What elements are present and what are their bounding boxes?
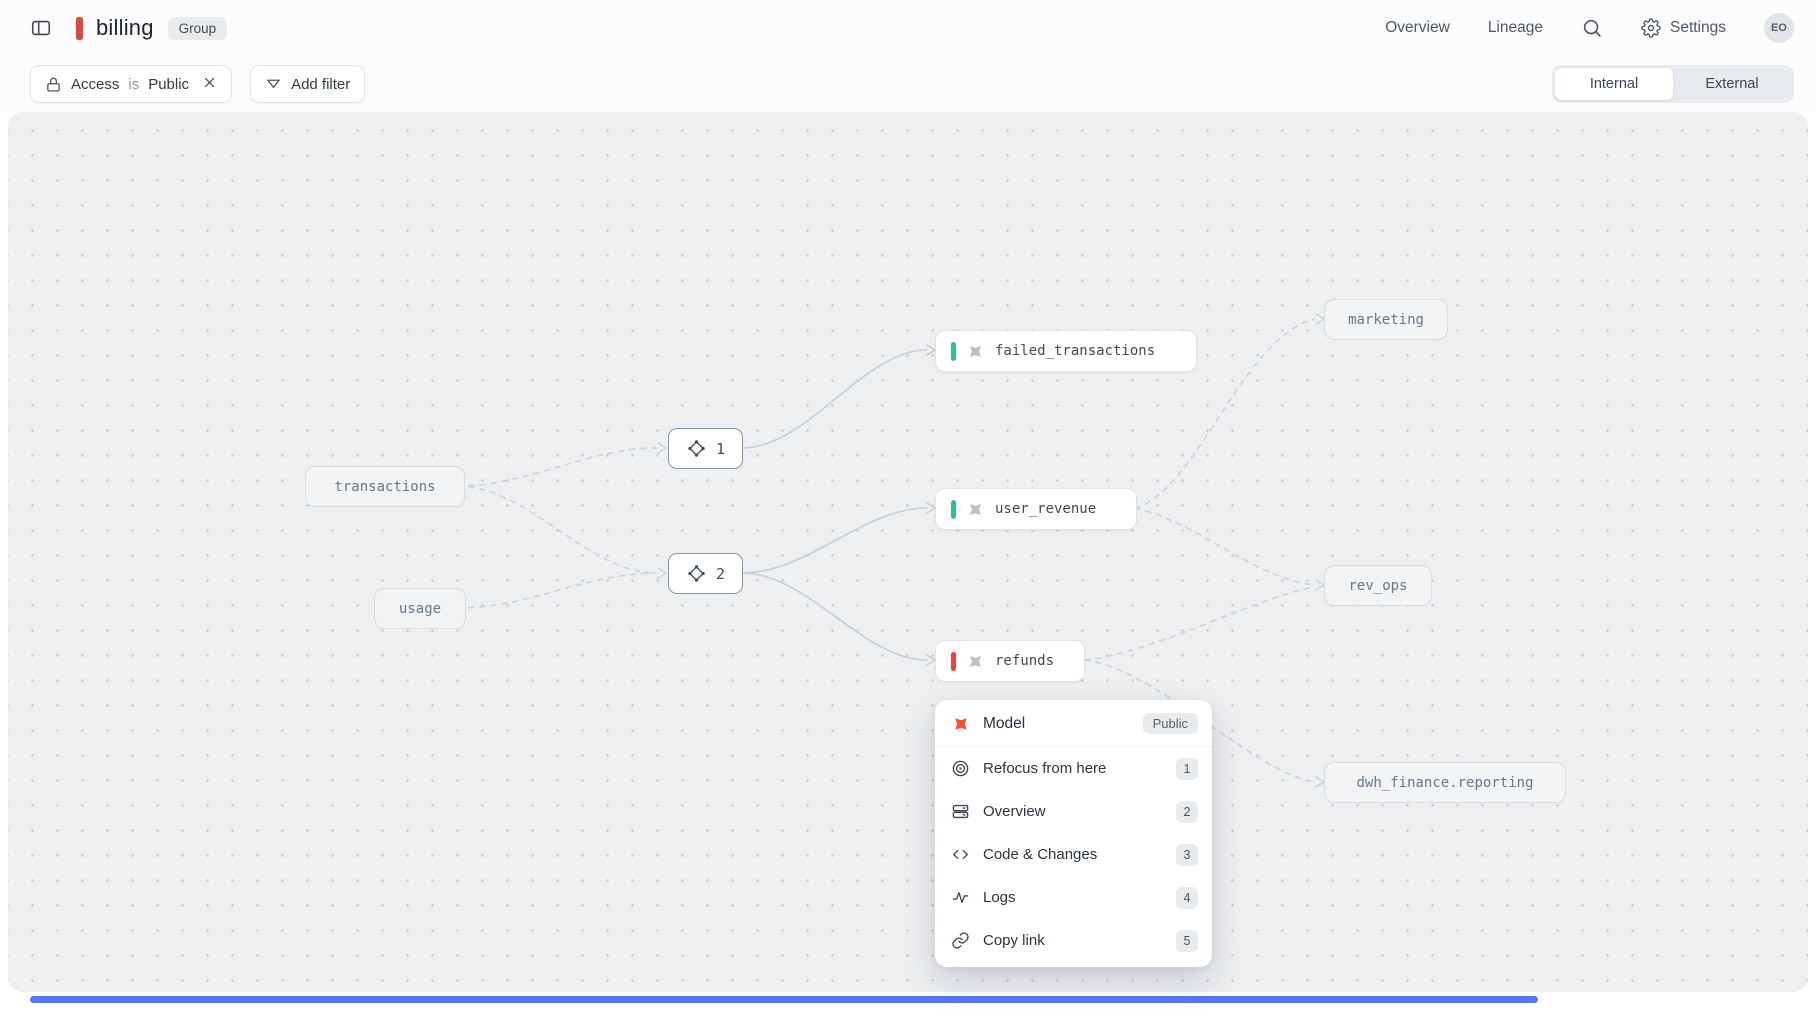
search-icon[interactable] [1581,17,1603,39]
node-label: refunds [995,653,1055,669]
node-group-1[interactable]: 1 [668,428,743,469]
page-title: billing [96,15,154,40]
nav-overview[interactable]: Overview [1385,19,1450,36]
horizontal-scrollbar[interactable] [30,996,1538,1003]
cluster-icon [688,565,705,582]
dbt-model-icon [970,503,981,515]
settings-button[interactable]: Settings [1641,18,1726,38]
cluster-icon [688,440,705,457]
node-failed-transactions[interactable]: failed_transactions [935,330,1197,372]
dbt-model-icon [970,345,981,357]
rows-icon [952,804,969,819]
add-filter-label: Add filter [291,75,351,93]
menu-item-label: Logs [983,889,1016,906]
group-type-badge: Group [167,16,228,40]
dbt-logo-icon [955,717,967,730]
node-label: usage [398,600,442,617]
menu-item-label: Copy link [983,932,1045,949]
status-bar-red [951,651,956,671]
lineage-edges [457,313,1325,788]
link-icon [952,932,969,949]
node-label: 1 [715,439,726,458]
node-type-label: Model [983,714,1026,732]
activity-icon [952,892,969,903]
menu-item-label: Overview [983,803,1046,820]
filter-field: Access [71,75,120,93]
node-transactions[interactable]: transactions [305,466,465,507]
dbt-model-icon [970,655,981,667]
top-bar: billing Group Overview Lineage Settings … [0,0,1816,56]
shortcut-badge: 2 [1176,800,1198,823]
menu-item-refocus[interactable]: Refocus from here 1 [935,747,1212,790]
shortcut-badge: 5 [1176,929,1198,952]
node-rev-ops[interactable]: rev_ops [1324,565,1432,606]
menu-item-overview[interactable]: Overview 2 [935,790,1212,833]
gear-icon [1641,18,1661,38]
nav-lineage[interactable]: Lineage [1487,19,1543,36]
access-badge: Public [1142,713,1198,734]
filter-value: Public [148,75,190,93]
node-label: user_revenue [995,501,1097,517]
node-usage[interactable]: usage [374,588,466,629]
menu-item-copy-link[interactable]: Copy link 5 [935,919,1212,962]
shortcut-badge: 3 [1176,843,1198,866]
code-icon [953,849,968,860]
add-filter-button[interactable]: Add filter [250,65,366,103]
node-context-menu: Model Public Refocus from here 1 Overvie… [935,700,1212,967]
lock-icon [47,77,60,92]
filter-chip-access[interactable]: Access is Public [30,65,233,103]
node-label: 2 [715,564,726,583]
internal-external-toggle: Internal External [1552,65,1794,103]
menu-item-code-changes[interactable]: Code & Changes 3 [935,833,1212,876]
avatar[interactable]: EO [1764,13,1794,43]
node-label: rev_ops [1348,577,1408,594]
menu-item-label: Code & Changes [983,846,1098,863]
funnel-icon [267,79,280,88]
node-refunds[interactable]: refunds [935,640,1085,682]
node-label: transactions [334,478,436,495]
status-bar-green [951,341,956,361]
node-label: failed_transactions [995,343,1156,359]
shortcut-badge: 1 [1176,757,1198,780]
toggle-external[interactable]: External [1705,76,1759,92]
menu-item-label: Refocus from here [983,760,1107,777]
target-icon [952,760,969,777]
context-menu-header: Model Public [935,700,1212,747]
lineage-canvas[interactable]: transactions usage marketing rev_ops dwh… [8,112,1808,992]
filter-operator: is [128,75,140,93]
group-accent-bar [76,16,83,40]
node-label: marketing [1348,311,1424,328]
node-group-2[interactable]: 2 [668,553,743,594]
toggle-internal[interactable]: Internal [1555,68,1673,100]
node-marketing[interactable]: marketing [1324,299,1448,340]
menu-item-logs[interactable]: Logs 4 [935,876,1212,919]
sidebar-toggle-icon[interactable] [30,16,54,40]
status-bar-green [951,499,956,519]
remove-filter-icon[interactable] [202,75,217,94]
node-label: dwh_finance.reporting [1356,774,1534,791]
settings-label: Settings [1669,19,1726,36]
node-user-revenue[interactable]: user_revenue [935,488,1137,530]
filter-bar: Access is Public Add filter Internal Ext… [0,56,1816,112]
node-dwh-finance-reporting[interactable]: dwh_finance.reporting [1324,762,1566,803]
shortcut-badge: 4 [1176,886,1198,909]
